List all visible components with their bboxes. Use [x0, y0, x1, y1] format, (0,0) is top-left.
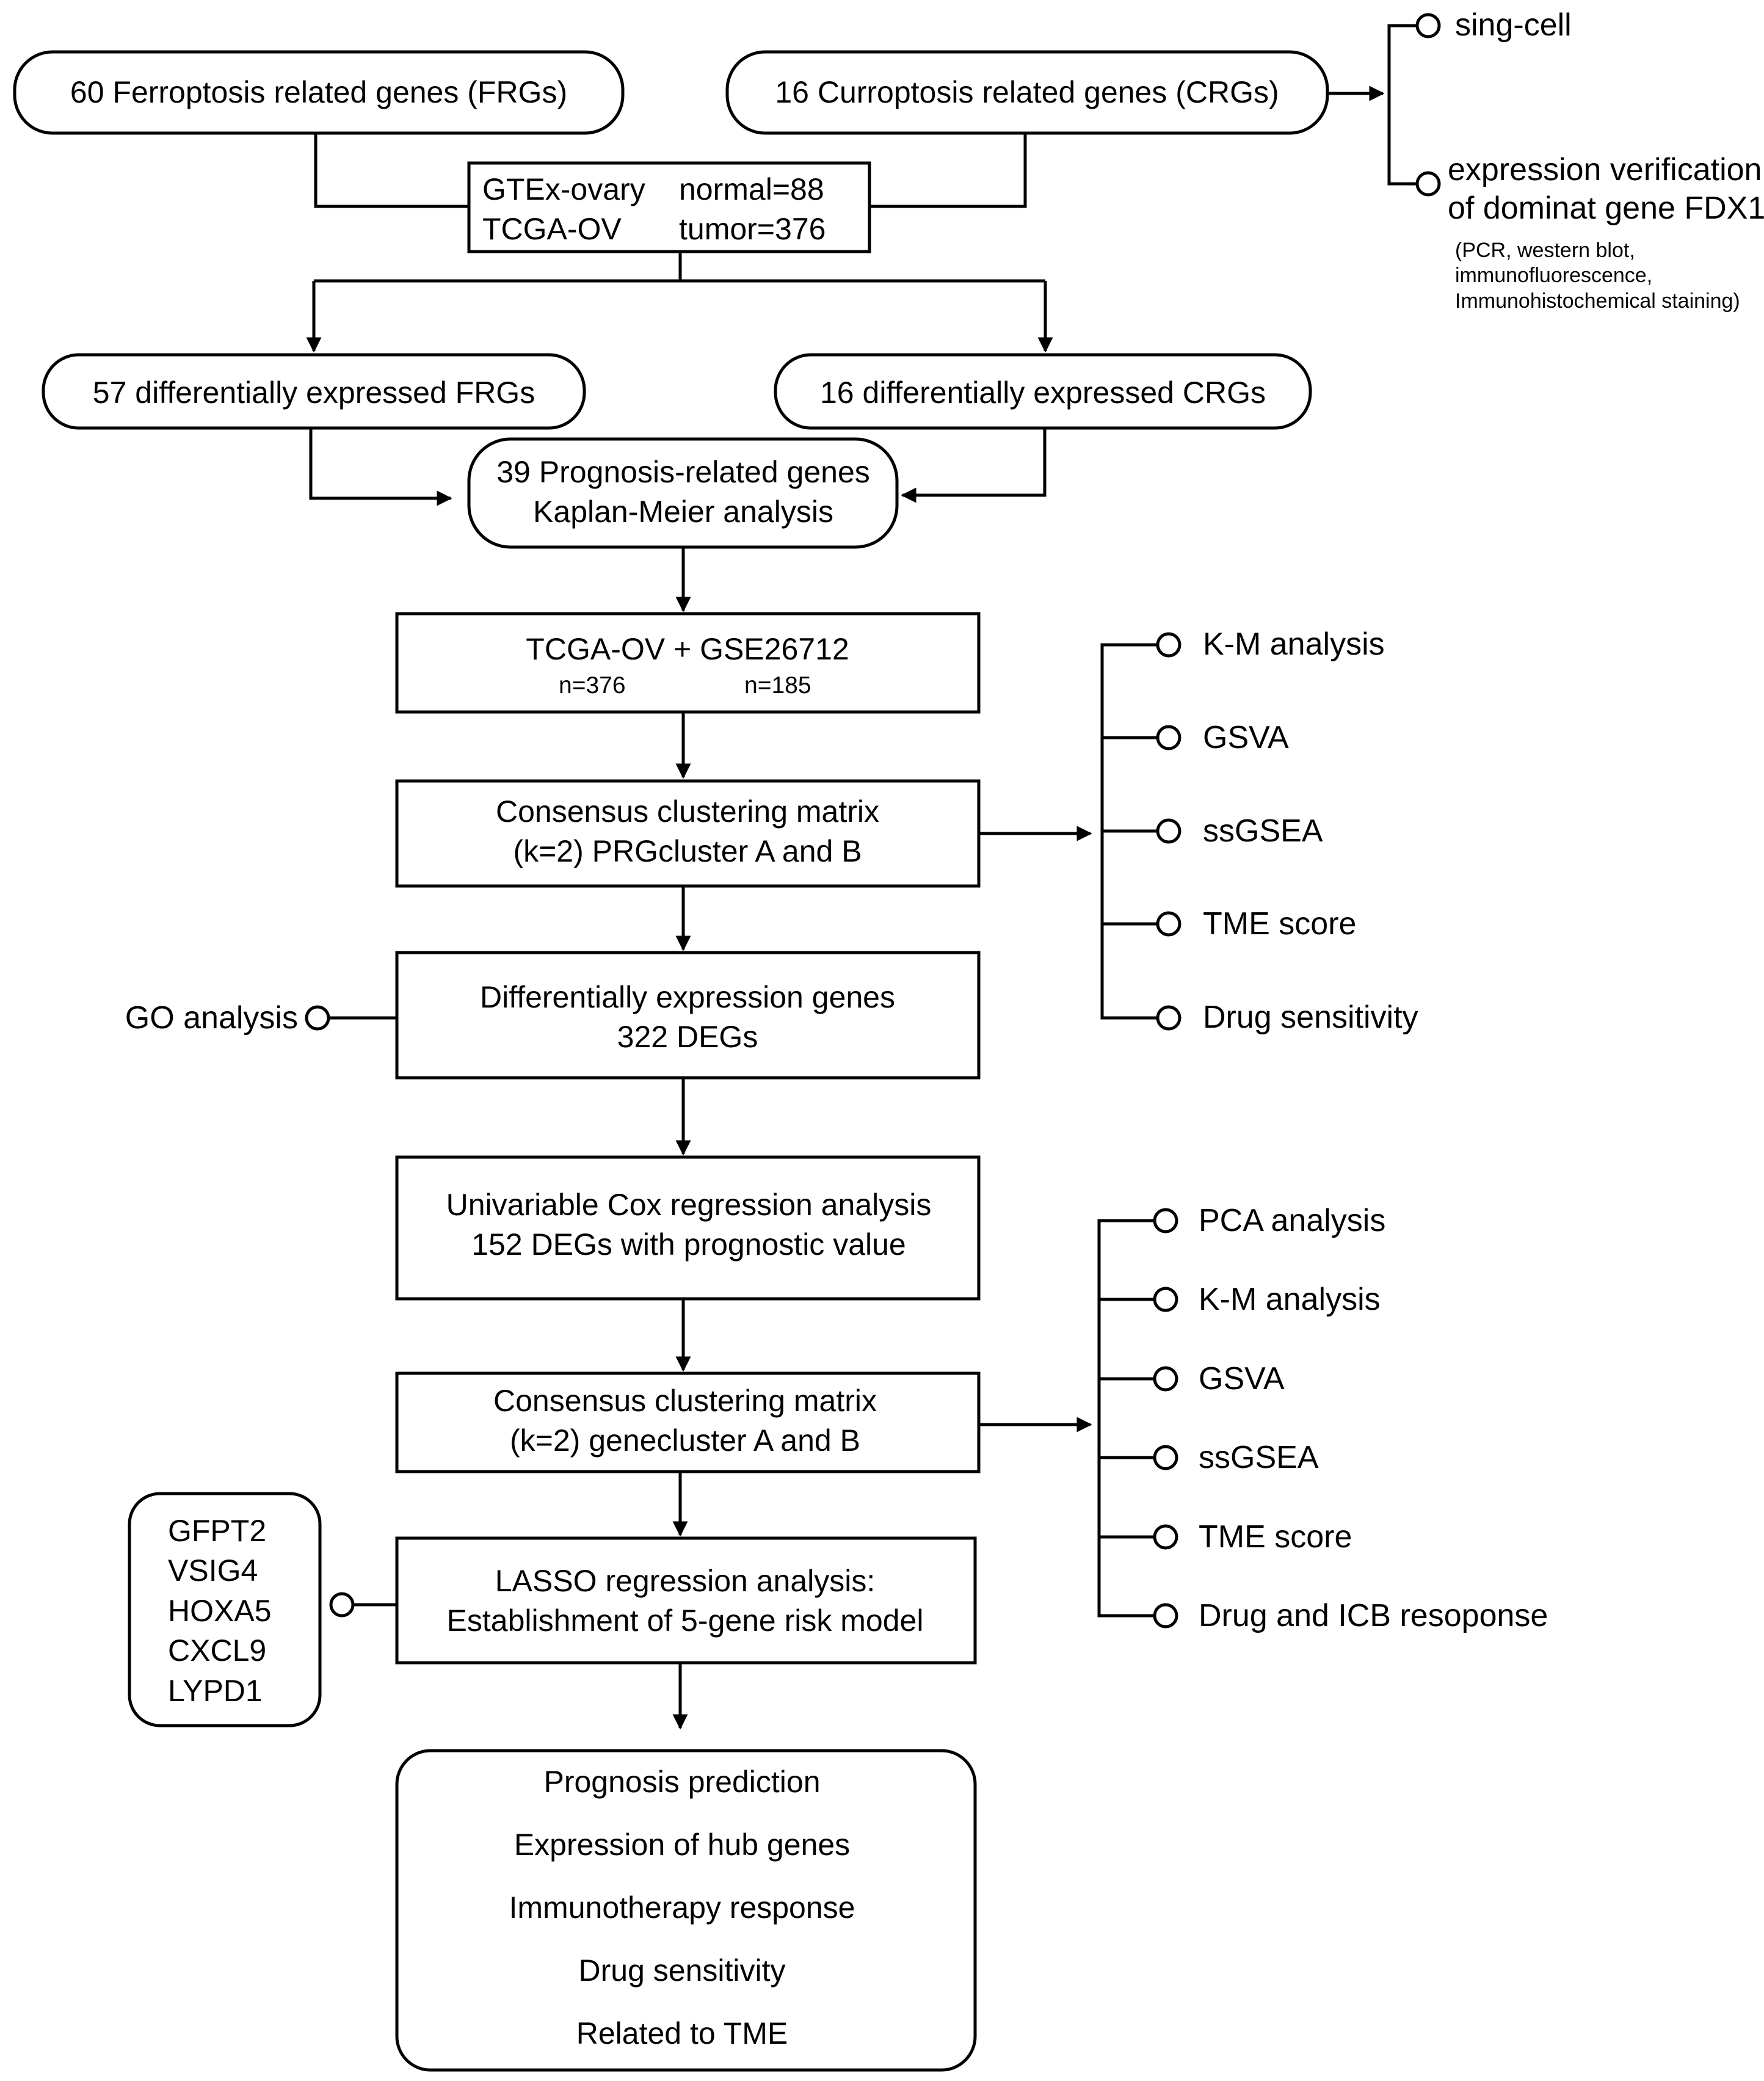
lasso-line1: LASSO regression analysis:: [495, 1564, 876, 1598]
frgs-box: [13, 50, 625, 135]
prognosis-box: [467, 437, 899, 549]
hub-gene-item: GFPT2: [168, 1514, 266, 1548]
branch-circle: [1415, 171, 1441, 197]
go-circle: [305, 1005, 330, 1031]
dataset-normal-count: normal=88: [679, 172, 824, 206]
deg-line2: 322 DEGs: [617, 1020, 758, 1054]
branch-circle: [1153, 1603, 1178, 1629]
diff-frgs-box: [42, 353, 586, 430]
prg-branch-drug: Drug sensitivity: [1203, 1000, 1418, 1035]
branch-circle: [1156, 632, 1181, 658]
final-item-hub-genes: Expression of hub genes: [514, 1828, 850, 1862]
final-item-prognosis: Prognosis prediction: [543, 1765, 820, 1799]
prg-branch-km: K-M analysis: [1203, 626, 1385, 662]
gene-branch-tme: TME score: [1199, 1519, 1352, 1555]
crg-branch-expression-line1: expression verification: [1448, 152, 1762, 187]
final-item-immunotherapy: Immunotherapy response: [509, 1890, 855, 1925]
prognosis-line1: 39 Prognosis-related genes: [496, 455, 870, 489]
cohort-n-gse: n=185: [744, 672, 811, 699]
final-item-tme: Related to TME: [576, 2016, 788, 2050]
gene-branch-pca: PCA analysis: [1199, 1203, 1385, 1238]
cox-box: [395, 1155, 981, 1301]
frgs-label: 60 Ferroptosis related genes (FRGs): [70, 75, 567, 109]
crg-branch-expression-line2: of dominat gene FDX1: [1448, 191, 1764, 226]
crg-branch-note-line1: (PCR, western blot,: [1455, 239, 1635, 262]
labels: 60 Ferroptosis related genes (FRGs) 16 C…: [70, 7, 1764, 2050]
dataset-box: [467, 161, 871, 253]
gene-branch-gsva: GSVA: [1199, 1361, 1285, 1396]
hub-gene-item: LYPD1: [168, 1674, 263, 1708]
branch-circle: [1153, 1366, 1178, 1392]
cox-line1: Univariable Cox regression analysis: [446, 1188, 932, 1222]
final-item-drug: Drug sensitivity: [579, 1953, 786, 1988]
connectors: [306, 24, 1417, 1730]
branch-circle: [1156, 725, 1181, 750]
prg-branch-tme: TME score: [1203, 906, 1356, 942]
branch-circle: [1153, 1287, 1178, 1312]
final-box: [395, 1749, 977, 2072]
branch-crg-bracket: [1387, 24, 1417, 186]
gene-branch-ssgsea: ssGSEA: [1199, 1440, 1319, 1475]
branch-circle: [1153, 1445, 1178, 1470]
dataset-gtex-label: GTEx-ovary: [482, 172, 645, 206]
connector-crgs-to-dataset: [869, 133, 1027, 208]
boxes: [13, 50, 1329, 2072]
dataset-tumor-count: tumor=376: [679, 212, 826, 246]
lasso-box: [395, 1536, 977, 1665]
crgs-label: 16 Curroptosis related genes (CRGs): [775, 75, 1279, 109]
crg-branch-note-line2: immunofluorescence,: [1455, 264, 1652, 287]
lasso-line2: Establishment of 5-gene risk model: [447, 1603, 924, 1638]
arrow-crgs-to-prognosis: [901, 428, 1047, 503]
hub-gene-item: VSIG4: [168, 1553, 258, 1588]
prg-branch-gsva: GSVA: [1203, 720, 1289, 755]
prg-cluster-line2: (k=2) PRGcluster A and B: [513, 834, 862, 868]
branch-circle: [1153, 1524, 1178, 1550]
deg-line1: Differentially expression genes: [480, 980, 895, 1014]
arrow-frgs-to-prognosis: [309, 428, 452, 506]
prognosis-line2: Kaplan-Meier analysis: [533, 495, 833, 529]
cohort-n-tcga: n=376: [559, 672, 626, 699]
gene-cluster-box: [395, 1371, 981, 1473]
branch-circles: [305, 13, 1441, 1629]
branch-circle: [1156, 818, 1181, 844]
diff-crgs-box: [774, 353, 1312, 430]
crgs-box: [725, 50, 1329, 135]
cohort-label: TCGA-OV + GSE26712: [526, 632, 849, 666]
dataset-tcga-label: TCGA-OV: [482, 212, 622, 246]
hub-circle: [329, 1592, 355, 1618]
diff-frgs-label: 57 differentially expressed FRGs: [93, 376, 535, 410]
hub-gene-item: HOXA5: [168, 1594, 272, 1628]
connector-frgs-to-dataset: [314, 133, 469, 208]
prg-branch-ssgsea: ssGSEA: [1203, 813, 1323, 849]
branch-circle: [1153, 1208, 1178, 1233]
branch-circle: [1156, 1005, 1181, 1031]
diff-crgs-label: 16 differentially expressed CRGs: [820, 376, 1266, 410]
prg-cluster-box: [395, 779, 981, 888]
deg-box: [395, 951, 981, 1080]
branch-circle: [1415, 13, 1441, 38]
hub-gene-item: CXCL9: [168, 1633, 266, 1668]
crg-branch-single-cell: sing-cell: [1455, 7, 1572, 43]
branch-gene-bracket: [1097, 1219, 1155, 1618]
hub-genes-box: [128, 1492, 322, 1727]
branch-circle: [1156, 911, 1181, 937]
gene-branch-drug-icb: Drug and ICB resoponse: [1199, 1598, 1548, 1633]
gene-cluster-line1: Consensus clustering matrix: [493, 1384, 877, 1418]
prg-cluster-line1: Consensus clustering matrix: [496, 794, 879, 829]
gene-branch-km: K-M analysis: [1199, 1282, 1381, 1317]
cohort-box: [395, 612, 981, 714]
go-analysis-label: GO analysis: [125, 1000, 298, 1036]
crg-branch-note-line3: Immunohistochemical staining): [1455, 289, 1740, 313]
cox-line2: 152 DEGs with prognostic value: [471, 1227, 906, 1262]
gene-cluster-line2: (k=2) genecluster A and B: [510, 1423, 860, 1458]
